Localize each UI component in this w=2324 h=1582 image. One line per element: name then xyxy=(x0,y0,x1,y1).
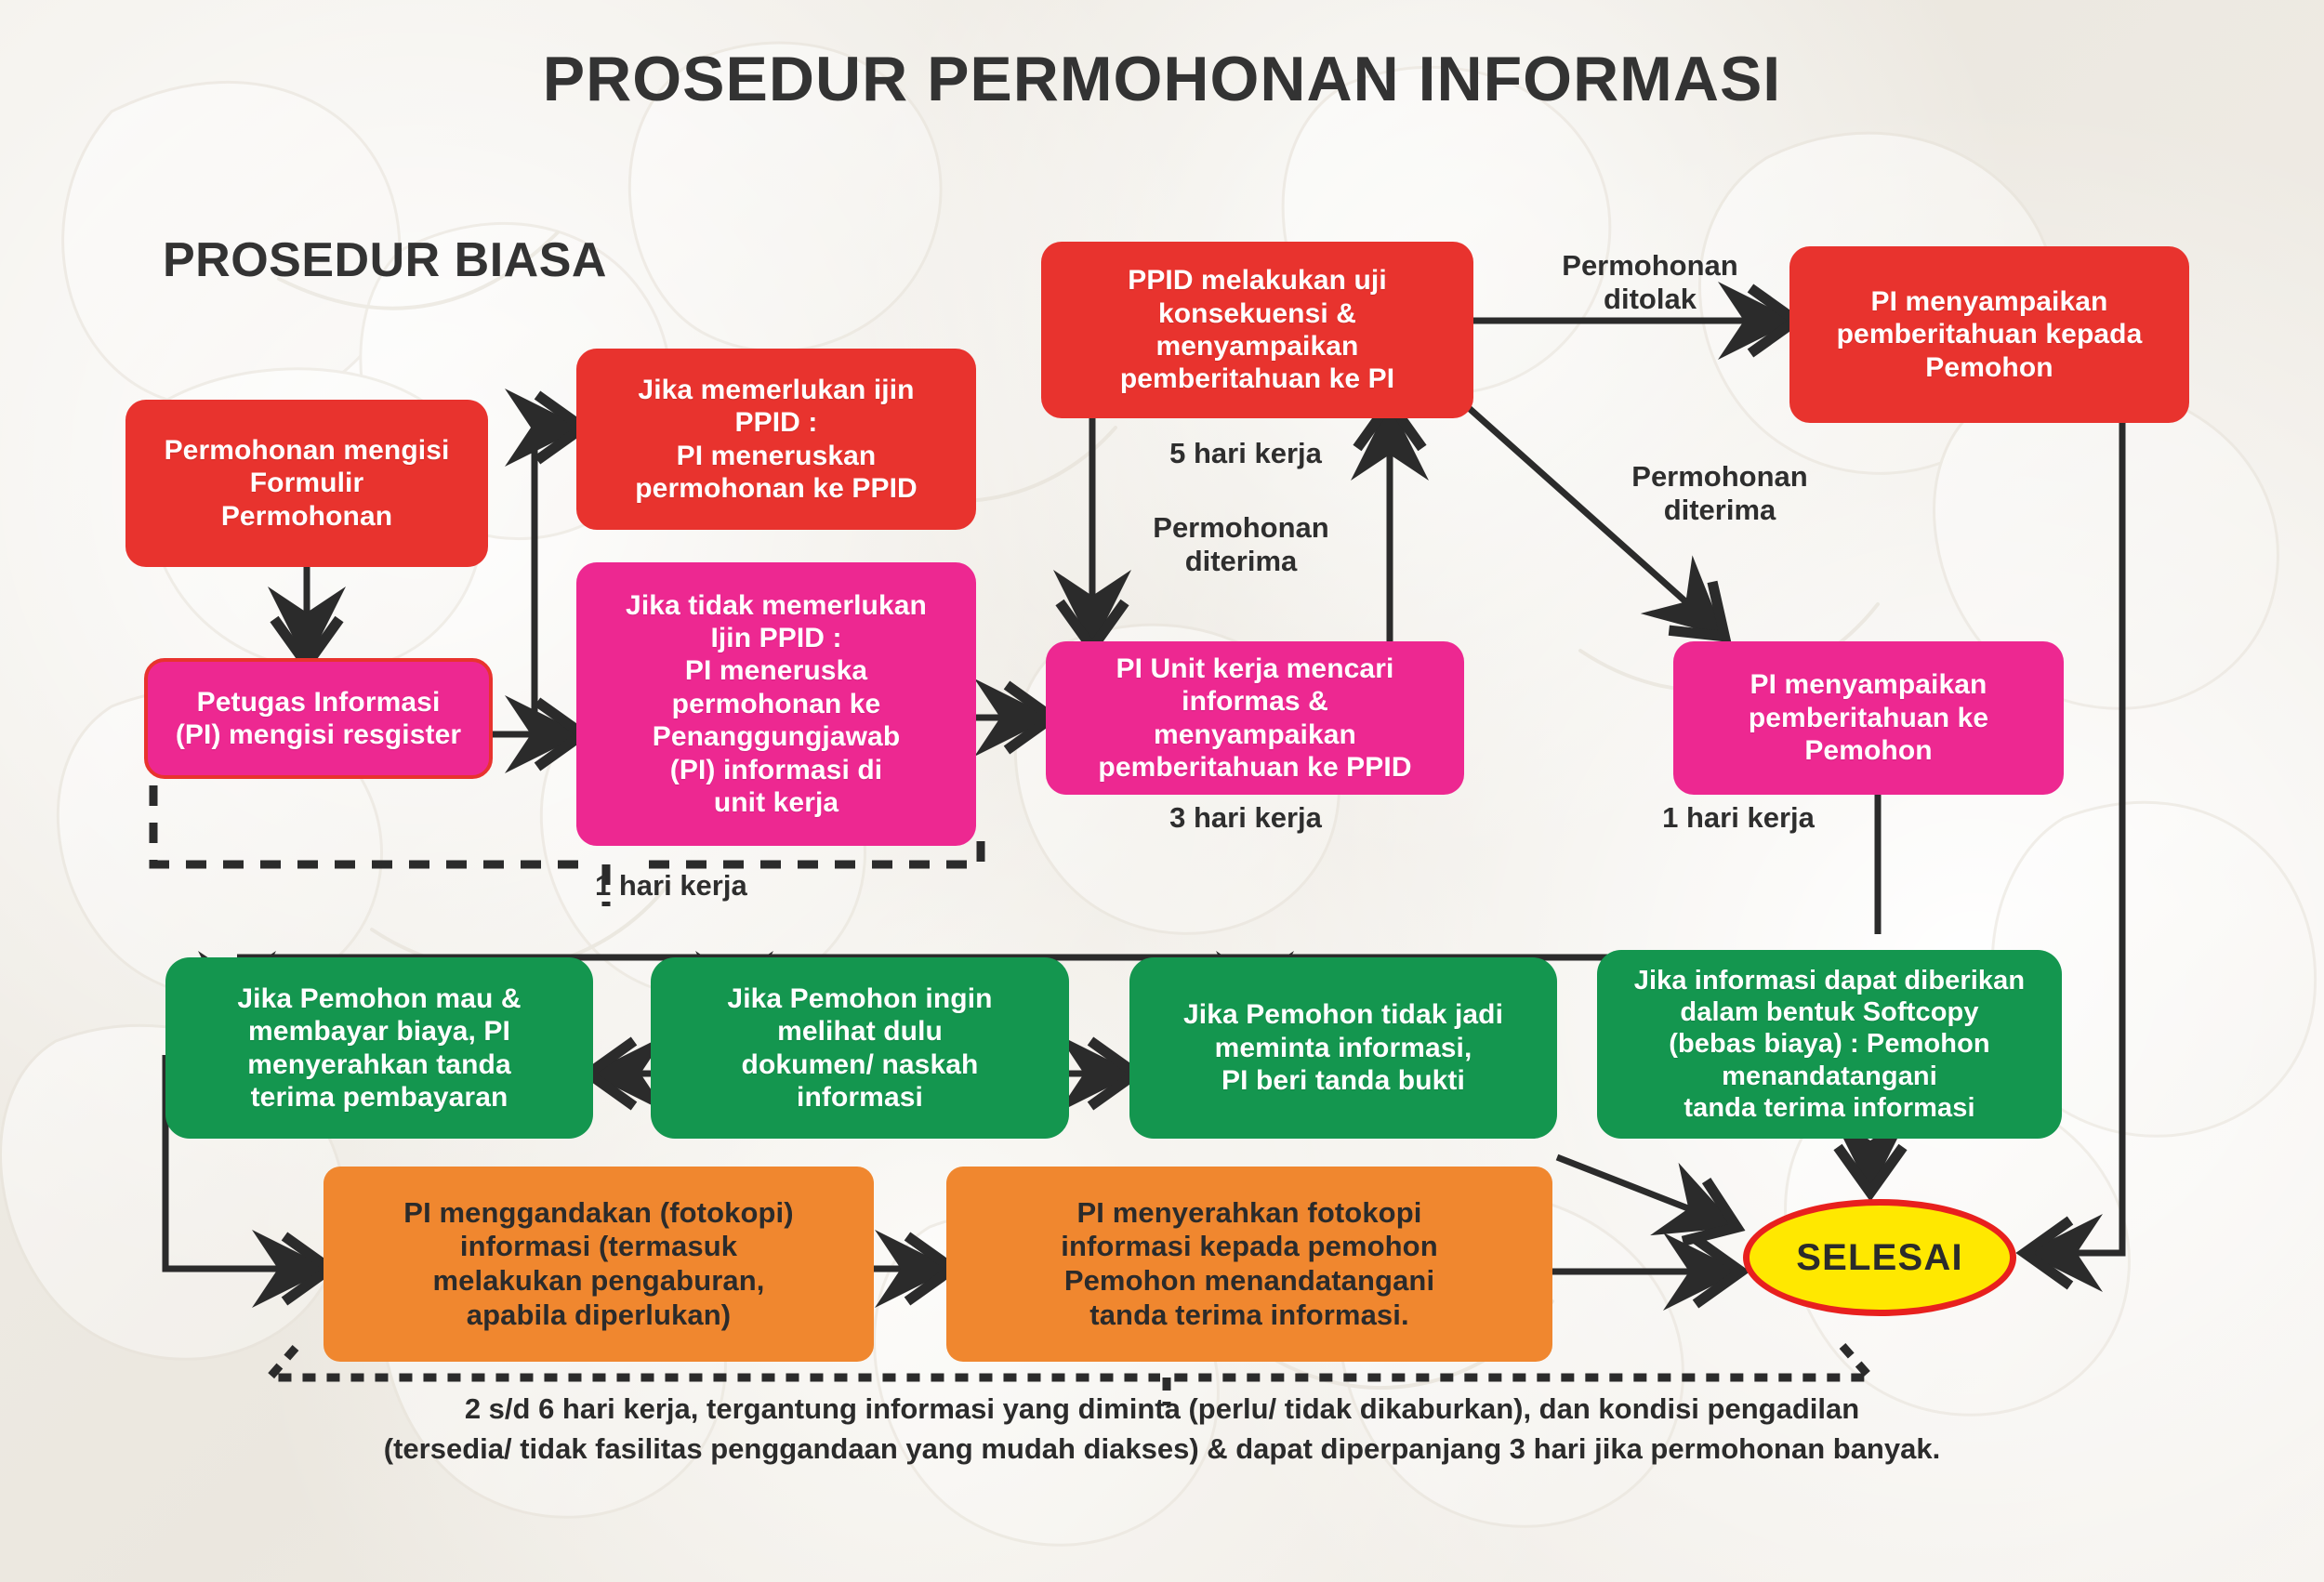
edge-label-1-hari-kerja-pemohon: 1 hari kerja xyxy=(1662,801,1815,834)
node-orange-menyerahkan-fotokopi[interactable]: PI menyerahkan fotokopi informasi kepada… xyxy=(946,1167,1552,1362)
node-green-tidak-jadi-meminta[interactable]: Jika Pemohon tidak jadi meminta informas… xyxy=(1129,957,1557,1139)
edge-label-permohonan-diterima-left: Permohonan diterima xyxy=(1153,511,1329,577)
node-jika-memerlukan-ijin-ppid[interactable]: Jika memerlukan ijin PPID : PI meneruska… xyxy=(576,349,976,530)
node-green-bayar-biaya[interactable]: Jika Pemohon mau & membayar biaya, PI me… xyxy=(165,957,593,1139)
edge-label-1-hari-kerja-brace: 1 hari kerja xyxy=(595,869,747,902)
node-green-softcopy[interactable]: Jika informasi dapat diberikan dalam ben… xyxy=(1597,950,2062,1139)
node-petugas-informasi-register[interactable]: Petugas Informasi (PI) mengisi resgister xyxy=(144,658,493,779)
edge-label-5-hari-kerja: 5 hari kerja xyxy=(1169,437,1322,469)
node-pi-pemberitahuan-kepada-pemohon[interactable]: PI menyampaikan pemberitahuan kepada Pem… xyxy=(1789,246,2189,423)
node-selesai-terminator[interactable]: SELESAI xyxy=(1743,1199,2016,1316)
page-title: PROSEDUR PERMOHONAN INFORMASI xyxy=(542,44,1782,114)
node-ppid-uji-konsekuensi[interactable]: PPID melakukan uji konsekuensi & menyamp… xyxy=(1041,242,1473,418)
edge-label-3-hari-kerja: 3 hari kerja xyxy=(1169,801,1322,834)
footnote-text: 2 s/d 6 hari kerja, tergantung informasi… xyxy=(383,1392,1941,1465)
edge-label-permohonan-diterima-right: Permohonan diterima xyxy=(1631,460,1808,526)
node-permohonan-mengisi-formulir[interactable]: Permohonan mengisi Formulir Permohonan xyxy=(125,400,488,567)
node-pi-unit-kerja-mencari-informasi[interactable]: PI Unit kerja mencari informas & menyamp… xyxy=(1046,641,1464,795)
section-subtitle: PROSEDUR BIASA xyxy=(163,233,607,287)
node-green-melihat-dulu[interactable]: Jika Pemohon ingin melihat dulu dokumen/… xyxy=(651,957,1069,1139)
edge-label-permohonan-ditolak: Permohonan ditolak xyxy=(1562,249,1738,315)
node-orange-menggandakan-fotokopi[interactable]: PI menggandakan (fotokopi) informasi (te… xyxy=(324,1167,874,1362)
node-pi-pemberitahuan-ke-pemohon[interactable]: PI menyampaikan pemberitahuan ke Pemohon xyxy=(1673,641,2064,795)
node-jika-tidak-memerlukan-ijin-ppid[interactable]: Jika tidak memerlukan Ijin PPID : PI men… xyxy=(576,562,976,846)
